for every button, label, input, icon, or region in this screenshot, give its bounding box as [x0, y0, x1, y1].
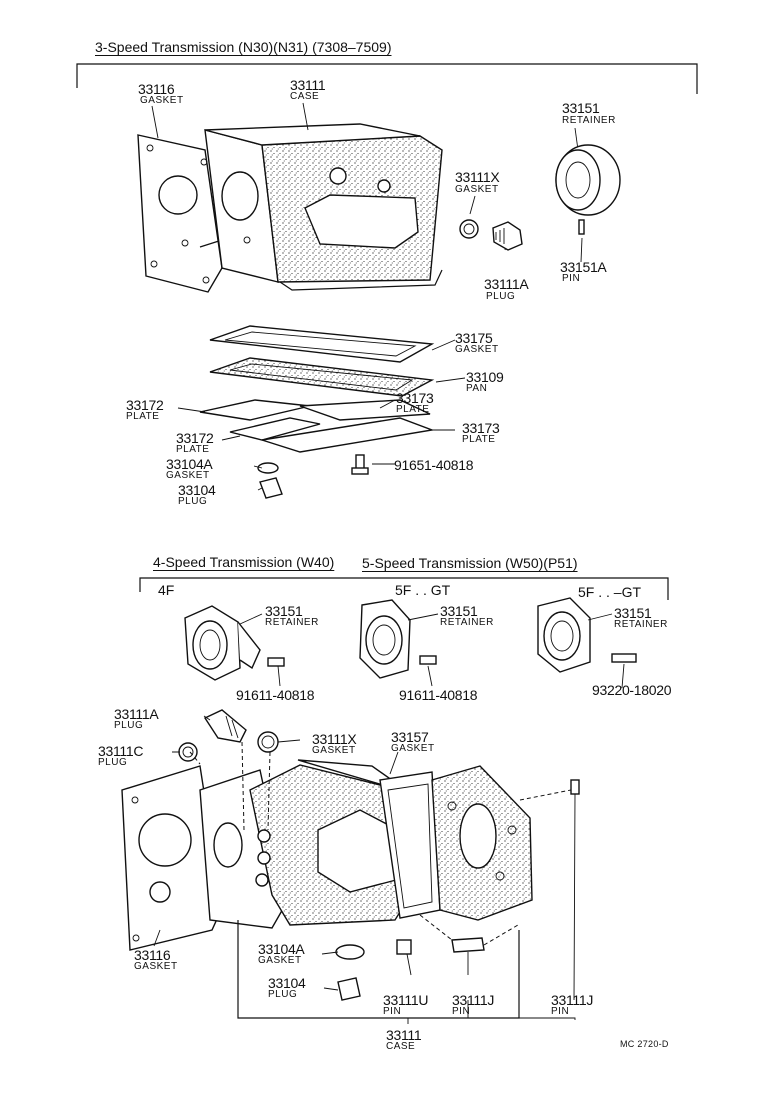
section-title-3speed: 3-Speed Transmission (N30)(N31) (7308–75…	[95, 39, 392, 55]
part-number: 33104	[268, 975, 306, 991]
part-name: PLATE	[126, 411, 160, 422]
section-bracket-45speed	[139, 577, 669, 600]
section-title-5speed: 5-Speed Transmission (W50)(P51)	[362, 555, 578, 571]
gasket-33116-bottom	[121, 765, 223, 951]
part-number: 33151	[265, 603, 303, 619]
gasket-33116-top	[137, 134, 223, 293]
pan-33109	[209, 357, 435, 397]
part-number: 33151A	[560, 259, 607, 275]
part-name: PLUG	[178, 496, 208, 507]
part-number: 91611-40818	[399, 687, 478, 703]
part-number: 33151	[614, 605, 652, 621]
part-number: 33116	[138, 81, 175, 97]
plate-33172-a	[199, 399, 311, 421]
part-name: CASE	[386, 1041, 416, 1052]
part-name: PIN	[551, 1006, 570, 1017]
part-name: GASKET	[258, 955, 302, 966]
part-name: PLUG	[98, 757, 128, 768]
part-name: PLUG	[114, 720, 144, 731]
part-number: 33111A	[484, 276, 529, 292]
part-number: 33111J	[551, 992, 594, 1008]
part-number: 33104	[178, 482, 216, 498]
gasket-33111x-top	[459, 219, 479, 239]
variant-label: 5F . . GT	[395, 582, 451, 598]
section-bracket-3speed	[76, 63, 698, 94]
part-number: 33172	[176, 430, 214, 446]
variant-label: 5F . . –GT	[578, 584, 642, 600]
part-number: 33111U	[383, 992, 429, 1008]
part-number: 33111X	[455, 169, 500, 185]
retainer-33151-5f-minus-gt	[537, 597, 637, 673]
part-number: 33104A	[258, 941, 305, 957]
pin-33151a-top	[578, 219, 585, 235]
part-name: PLUG	[268, 989, 298, 1000]
pin-33111j-b	[570, 779, 580, 795]
part-name: GASKET	[391, 743, 435, 754]
gasket-33104a-top	[257, 462, 279, 474]
retainer-33151-4f	[184, 605, 285, 681]
extension-housing	[431, 765, 533, 921]
part-name: PLUG	[486, 291, 516, 302]
case-33111-bottom	[199, 759, 421, 929]
part-name: PAN	[466, 383, 488, 394]
part-number: 91611-40818	[236, 687, 315, 703]
plate-33172-b	[229, 417, 321, 441]
part-name: PLATE	[462, 434, 496, 445]
part-number: 33157	[391, 729, 429, 745]
part-number: 33109	[466, 369, 504, 385]
part-name: PIN	[452, 1006, 471, 1017]
part-name: GASKET	[134, 961, 178, 972]
plug-33111c	[178, 742, 198, 762]
plug-33111a-top	[492, 221, 523, 251]
part-number: 91651-40818	[394, 457, 474, 473]
figure-code: MC 2720-D	[620, 1039, 669, 1049]
part-name: RETAINER	[440, 617, 494, 628]
part-name: GASKET	[455, 184, 499, 195]
retainer-33151-5f-gt	[359, 599, 437, 679]
gasket-33111x-bottom	[257, 731, 279, 753]
part-number: 33151	[562, 100, 600, 116]
part-number: 33173	[462, 420, 500, 436]
part-name: RETAINER	[265, 617, 319, 628]
part-number: 33111X	[312, 731, 357, 747]
part-name: GASKET	[140, 95, 184, 106]
part-number: 33173	[396, 390, 434, 406]
part-name: CASE	[290, 91, 320, 102]
part-name: PLATE	[176, 444, 210, 455]
section-title-4speed: 4-Speed Transmission (W40)	[153, 554, 335, 570]
part-number: 33111C	[98, 743, 144, 759]
plug-33104-top	[259, 477, 283, 499]
part-name: GASKET	[166, 470, 210, 481]
part-number: 33104A	[166, 456, 213, 472]
part-number: 33111A	[114, 706, 159, 722]
part-number: 33172	[126, 397, 164, 413]
part-number: 33116	[134, 947, 171, 963]
part-number: 93220-18020	[592, 682, 672, 698]
bolt-91651-40818	[351, 454, 369, 475]
part-name: GASKET	[455, 344, 499, 355]
plug-33111a-bottom	[203, 709, 247, 743]
gasket-33104a-bottom	[335, 944, 365, 960]
variant-label: 4F	[158, 582, 175, 598]
gasket-33175	[209, 325, 435, 363]
part-number: 33111	[290, 77, 326, 93]
part-name: PLATE	[396, 404, 430, 415]
part-name: PIN	[383, 1006, 402, 1017]
part-number: 33111	[386, 1027, 422, 1043]
part-number: 33151	[440, 603, 478, 619]
plug-33104-bottom	[337, 977, 361, 1001]
part-number: 33175	[455, 330, 493, 346]
case-33111-top	[204, 123, 443, 291]
pin-33111u	[396, 939, 412, 955]
part-name: RETAINER	[562, 115, 616, 126]
part-number: 33111J	[452, 992, 495, 1008]
plate-33173-a	[299, 399, 431, 421]
pin-33111j-a	[451, 937, 485, 953]
retainer-33151-top	[555, 144, 621, 216]
part-name: GASKET	[312, 745, 356, 756]
part-name: RETAINER	[614, 619, 668, 630]
part-name: PIN	[562, 273, 581, 284]
